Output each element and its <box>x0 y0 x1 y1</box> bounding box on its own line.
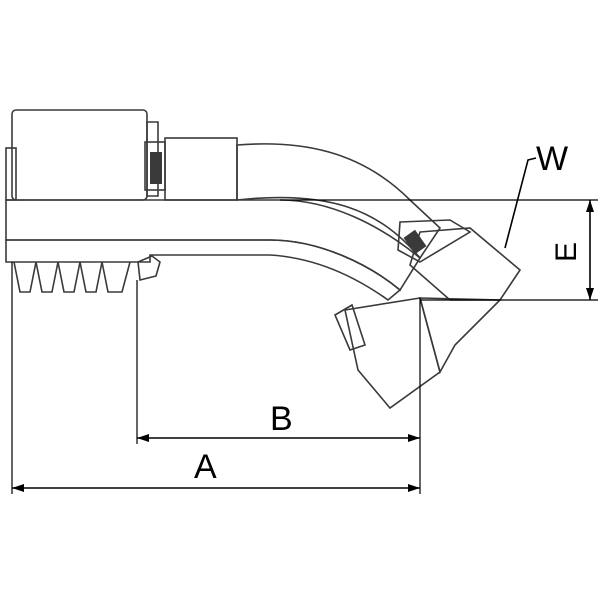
ferrule-serrations <box>13 255 161 293</box>
dimension-b: B <box>137 400 420 442</box>
extension-lines <box>11 199 598 494</box>
dimension-a-label: A <box>194 448 217 486</box>
stem-collar <box>164 137 238 201</box>
dimension-e-label: E <box>550 242 583 262</box>
dimension-b-label: B <box>270 400 293 438</box>
stem-body <box>5 199 422 302</box>
dimension-a: A <box>12 448 420 492</box>
dimension-w: W <box>504 140 568 249</box>
dimension-e: E <box>550 200 594 300</box>
ferrule <box>5 109 166 201</box>
dimension-w-label: W <box>536 140 568 178</box>
swivel-nut <box>333 219 522 410</box>
